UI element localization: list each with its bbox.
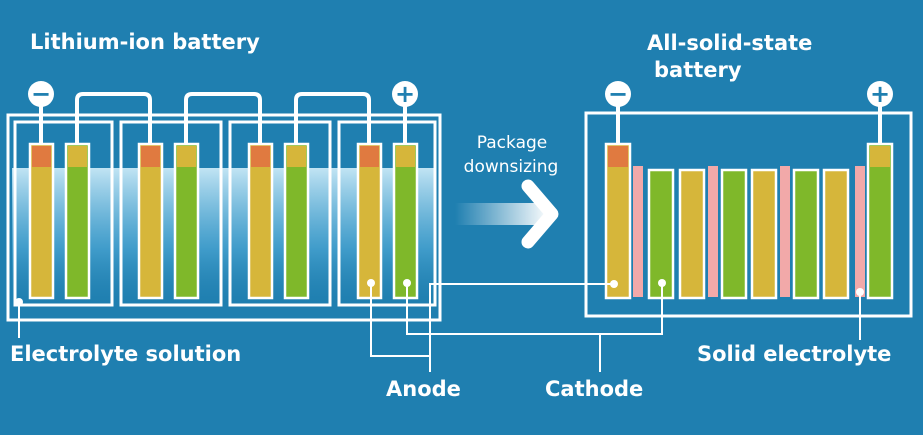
solid-state-title-line1: All-solid-state: [647, 31, 813, 55]
li-ion-cell: [13, 120, 114, 307]
lithium-ion-battery: [6, 81, 442, 322]
li-ion-cell: [228, 120, 332, 307]
solid-state-frame: [584, 111, 913, 318]
negative-terminal-sign: −: [30, 80, 52, 108]
cathode-label: Cathode: [545, 377, 644, 401]
anode-plate: [356, 142, 383, 300]
anode-label: Anode: [386, 377, 461, 401]
leader-dots: [15, 279, 864, 306]
electrolyte-solution-label: Electrolyte solution: [10, 342, 242, 366]
positive-terminal-icon: [392, 81, 418, 107]
negative-terminal-icon: [605, 81, 631, 107]
anode-plate: [750, 168, 778, 300]
cathode-plate: [720, 168, 748, 300]
anode-plate: [678, 168, 706, 300]
anode-cap: [32, 146, 51, 167]
anode-plate: [247, 142, 274, 300]
series-connectors: [75, 92, 371, 144]
solid-electrolyte-label: Solid electrolyte: [697, 342, 892, 366]
solid-electrolyte-layers: [633, 166, 865, 297]
cathode-cap: [177, 146, 196, 167]
lithium-ion-title: Lithium-ion battery: [30, 30, 260, 54]
cathode-cap: [68, 146, 87, 167]
cathode-plate: [392, 142, 419, 300]
anode-cap: [251, 146, 270, 167]
anode-plate: [822, 168, 850, 300]
cathode-plate: [173, 142, 200, 300]
leader-lines: [18, 283, 861, 372]
anode-cap: [608, 146, 628, 167]
anode-plate: [137, 142, 164, 300]
cathode-cap: [396, 146, 415, 167]
negative-terminal-sign: −: [607, 80, 629, 108]
positive-terminal-sign: +: [394, 80, 416, 108]
arrow-caption-line2: downsizing: [463, 157, 559, 177]
cathode-plate: [647, 168, 675, 300]
cathode-plate: [283, 142, 310, 300]
cathode-plate: [64, 142, 91, 300]
solid-state-title-line2: battery: [654, 58, 742, 82]
li-ion-outer-frame: [6, 113, 442, 322]
cathode-plate: [792, 168, 820, 300]
cathode-cap: [287, 146, 306, 167]
anode-plate: [28, 142, 55, 300]
negative-terminal-icon: [28, 81, 54, 107]
anode-cap: [141, 146, 160, 167]
positive-terminal-icon: [867, 81, 893, 107]
anode-plate: [604, 142, 632, 300]
cathode-plate: [866, 142, 894, 300]
all-solid-state-battery: [584, 81, 913, 318]
li-ion-cell: [119, 120, 223, 307]
package-downsizing-arrow: [455, 179, 559, 249]
cathode-cap: [870, 146, 890, 167]
arrow-caption-line1: Package: [476, 133, 548, 153]
positive-terminal-sign: +: [869, 80, 891, 108]
anode-cap: [360, 146, 379, 167]
